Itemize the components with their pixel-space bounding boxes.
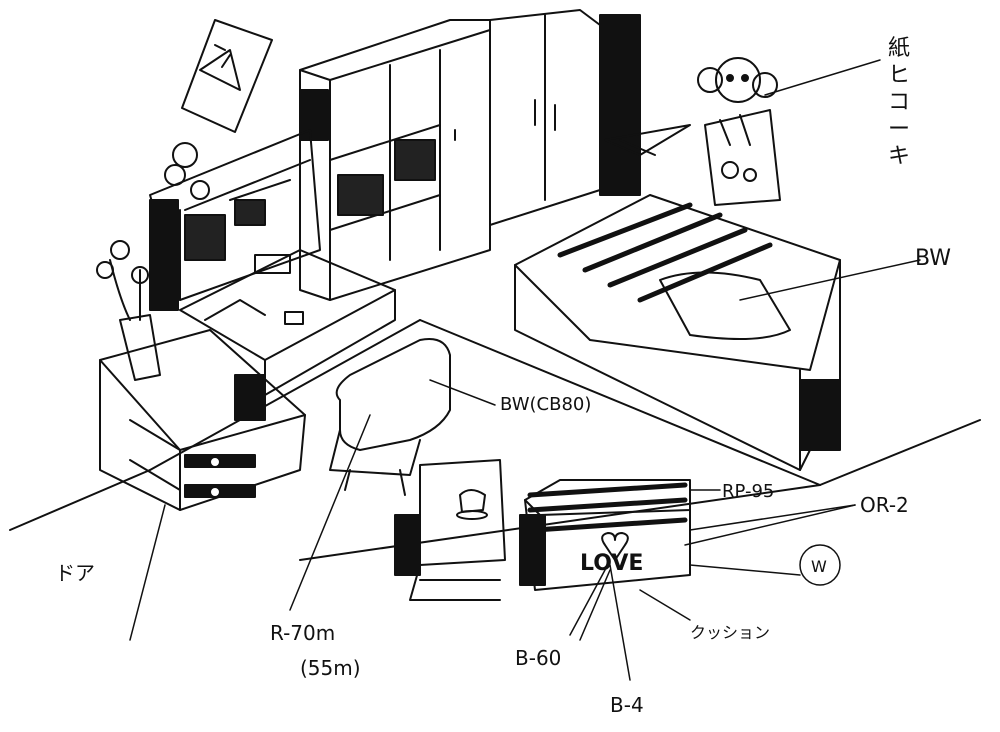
label-rp95: RP-95 — [722, 481, 774, 502]
bear-pocket — [697, 57, 781, 206]
label-w-circle: W — [811, 557, 827, 576]
label-b4: B-4 — [610, 693, 644, 717]
label-or2: OR-2 — [860, 493, 909, 517]
leader-lines — [129, 59, 921, 681]
side-table — [394, 459, 506, 601]
svg-text:紙: 紙 — [888, 36, 910, 61]
svg-text:キ: キ — [888, 144, 910, 169]
label-bw-cb80: BW(CB80) — [500, 394, 591, 415]
cushion-love-text: LOVE — [580, 551, 643, 576]
chair — [329, 338, 451, 496]
svg-text:ヒ: ヒ — [888, 63, 910, 88]
label-door: ドア — [55, 561, 95, 585]
potted-plant — [96, 142, 210, 381]
label-cushion: クッション — [690, 623, 770, 642]
wall-picture — [181, 19, 273, 133]
annotation-paper-plane: 紙 ヒ コ ー キ — [888, 36, 910, 169]
wardrobe — [299, 19, 556, 301]
label-r70m: R-70m — [270, 621, 335, 645]
label-r55m: (55m) — [300, 656, 361, 680]
cushion-box — [519, 479, 691, 591]
desk-cabinet — [99, 329, 306, 511]
label-bw: BW — [915, 246, 951, 271]
closet — [489, 9, 641, 226]
label-b60: B-60 — [515, 646, 561, 670]
svg-text:コ: コ — [888, 90, 910, 115]
bed — [514, 194, 841, 471]
desk — [179, 249, 396, 396]
paper-plane — [604, 124, 691, 156]
desk-hutch — [149, 129, 321, 311]
svg-text:ー: ー — [888, 117, 910, 142]
